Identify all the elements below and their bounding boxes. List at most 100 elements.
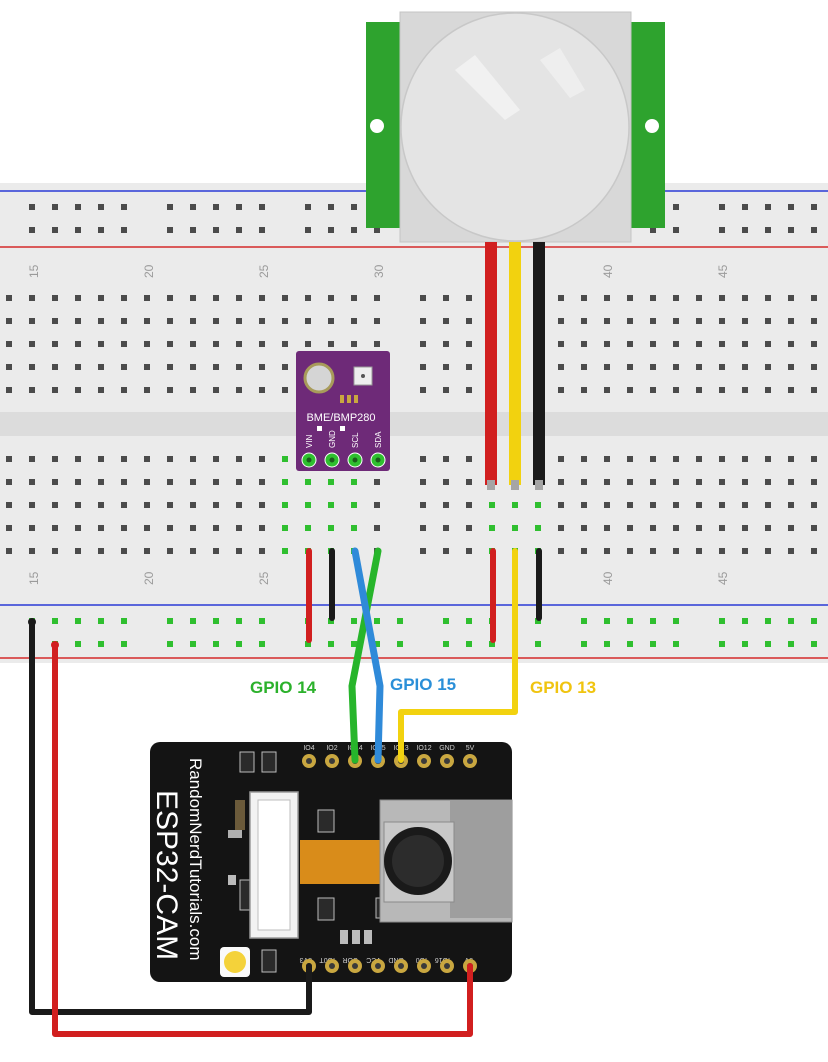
breadboard-hole <box>121 227 127 233</box>
esp32-header-pin-hole <box>421 758 427 764</box>
breadboard-hole <box>282 318 288 324</box>
breadboard-hole <box>52 387 58 393</box>
breadboard-hole <box>259 641 265 647</box>
esp32-header-pin-hole <box>444 758 450 764</box>
breadboard-jumpers <box>306 548 542 643</box>
breadboard-hole <box>420 341 426 347</box>
breadboard-hole <box>236 227 242 233</box>
esp32-pin-label: 3V3 <box>299 956 312 963</box>
breadboard-hole <box>98 548 104 554</box>
breadboard-hole <box>719 641 725 647</box>
breadboard-hole <box>719 204 725 210</box>
breadboard-hole <box>259 456 265 462</box>
breadboard-hole <box>673 295 679 301</box>
breadboard-hole <box>213 295 219 301</box>
breadboard-hole <box>604 479 610 485</box>
column-number: 20 <box>142 264 156 278</box>
gpio13-wire <box>398 548 518 763</box>
breadboard-hole <box>558 479 564 485</box>
breadboard-hole <box>811 641 817 647</box>
breadboard-hole <box>121 618 127 624</box>
breadboard-hole <box>466 295 472 301</box>
breadboard-hole <box>604 318 610 324</box>
breadboard-hole <box>765 641 771 647</box>
breadboard-hole <box>765 204 771 210</box>
breadboard-hole <box>259 525 265 531</box>
breadboard-hole <box>213 548 219 554</box>
breadboard-hole <box>6 479 12 485</box>
breadboard-hole <box>236 502 242 508</box>
breadboard-hole <box>213 387 219 393</box>
breadboard-hole <box>6 525 12 531</box>
breadboard-hole <box>29 318 35 324</box>
breadboard-hole <box>811 204 817 210</box>
breadboard-hole <box>29 479 35 485</box>
bme280-pin-hole <box>306 457 312 463</box>
breadboard-hole <box>98 318 104 324</box>
breadboard-hole <box>627 387 633 393</box>
column-numbers-bottom: 15 20 25 40 45 <box>27 571 730 585</box>
pir-dome-highlight <box>540 48 585 98</box>
pir-dome-highlight <box>455 55 520 120</box>
breadboard-hole <box>236 295 242 301</box>
breadboard-hole <box>52 456 58 462</box>
breadboard-hole <box>742 341 748 347</box>
breadboard-hole <box>259 318 265 324</box>
camera-flex-cable <box>300 840 384 884</box>
smd-component <box>235 800 245 830</box>
breadboard-hole <box>328 227 334 233</box>
breadboard-hole <box>558 364 564 370</box>
breadboard-hole <box>742 295 748 301</box>
breadboard-hole <box>6 502 12 508</box>
breadboard-hole <box>167 387 173 393</box>
breadboard-hole <box>98 525 104 531</box>
breadboard-hole <box>443 502 449 508</box>
pir-lead-tip <box>535 480 543 490</box>
breadboard-hole <box>98 479 104 485</box>
breadboard-hole <box>75 227 81 233</box>
column-number: 15 <box>27 264 41 278</box>
breadboard-hole <box>719 364 725 370</box>
breadboard-hole <box>282 387 288 393</box>
breadboard-hole <box>328 525 334 531</box>
breadboard-hole <box>650 525 656 531</box>
breadboard-hole <box>328 618 334 624</box>
breadboard-hole <box>466 502 472 508</box>
breadboard-hole <box>811 502 817 508</box>
breadboard-hole <box>443 479 449 485</box>
breadboard-hole <box>719 502 725 508</box>
breadboard-hole <box>213 641 219 647</box>
breadboard-hole <box>558 387 564 393</box>
breadboard-hole <box>98 364 104 370</box>
breadboard-hole <box>282 525 288 531</box>
breadboard-hole <box>581 341 587 347</box>
breadboard-hole <box>190 387 196 393</box>
breadboard-hole <box>52 295 58 301</box>
sd-card-slot <box>450 800 512 918</box>
breadboard-hole <box>374 641 380 647</box>
breadboard-hole <box>696 548 702 554</box>
breadboard-hole <box>75 618 81 624</box>
pir-dome <box>400 12 630 242</box>
breadboard-hole <box>581 548 587 554</box>
breadboard-hole <box>305 295 311 301</box>
bme280-marker <box>340 426 345 431</box>
breadboard-hole <box>788 341 794 347</box>
breadboard-hole <box>374 318 380 324</box>
breadboard-hole <box>581 618 587 624</box>
breadboard-hole <box>420 318 426 324</box>
breadboard-hole <box>328 479 334 485</box>
breadboard-hole <box>144 479 150 485</box>
breadboard-hole <box>765 318 771 324</box>
breadboard-hole <box>604 387 610 393</box>
breadboard-hole <box>765 479 771 485</box>
breadboard-hole <box>420 456 426 462</box>
breadboard-hole <box>696 341 702 347</box>
breadboard-hole <box>765 295 771 301</box>
breadboard-hole <box>627 548 633 554</box>
breadboard-hole <box>535 502 541 508</box>
breadboard-hole <box>443 618 449 624</box>
breadboard-hole <box>604 548 610 554</box>
breadboard-hole <box>466 618 472 624</box>
breadboard-hole <box>144 502 150 508</box>
